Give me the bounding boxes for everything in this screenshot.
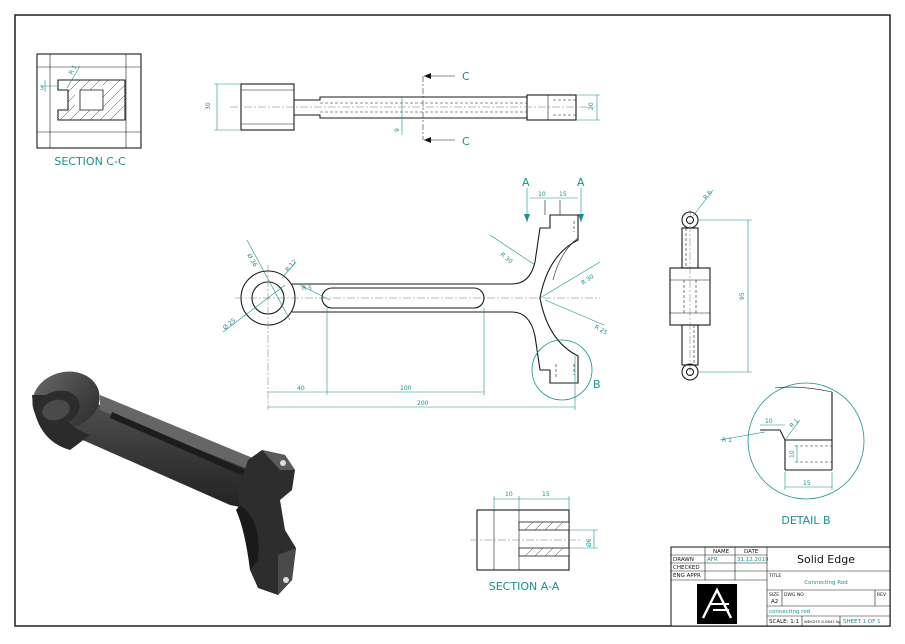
cut-a-right: A — [577, 176, 585, 189]
tb-file-name: connecting rod — [769, 609, 810, 615]
cut-a-left: A — [522, 176, 530, 189]
section-c-view: 3 R 1 SECTION C-C — [36, 53, 142, 168]
sa-dim-10: 10 — [505, 491, 513, 498]
db-dim-10v: 10 — [789, 450, 796, 458]
sheet-border — [14, 14, 891, 627]
sc-dim-3: 3 — [40, 85, 44, 92]
tb-row-drawn: DRAWN — [673, 557, 694, 563]
db-dim-r1a: R 1 — [722, 437, 732, 444]
tb-title-label: TITLE — [768, 573, 781, 579]
side-view: 95 R 6 — [669, 189, 752, 381]
tb-title: Connecting Rod — [804, 580, 847, 586]
tb-sheet: SHEET 1 OF 1 — [843, 619, 881, 625]
tb-drawn-name: AFR — [707, 557, 718, 563]
title-block: NAME DATE DRAWN AFR 31.12.2019 CHECKED E… — [670, 546, 891, 627]
tb-size: A2 — [771, 599, 778, 605]
side-dim-r6: R 6 — [702, 189, 714, 201]
section-a-view: 10 15 Ø6 SECTION A-A — [470, 491, 598, 593]
front-dim-15: 15 — [559, 191, 567, 198]
sa-dim-d6: Ø6 — [586, 538, 593, 547]
section-c-title: SECTION C-C — [54, 155, 126, 168]
top-dim-9: 9 — [394, 128, 401, 132]
top-view: 30 20 9 C C — [205, 70, 600, 148]
tb-drawn-date: 31.12.2019 — [737, 557, 769, 563]
tb-row-checked: CHECKED — [673, 565, 700, 571]
tb-col-date: DATE — [744, 549, 759, 555]
tb-rev-label: REV — [877, 592, 887, 598]
tb-weight: WEIGHT: 0.0641 kg — [804, 619, 841, 624]
tb-scale: SCALE: 1:1 — [769, 619, 799, 625]
tb-company: Solid Edge — [797, 553, 855, 566]
cut-c-bottom: C — [462, 135, 470, 148]
side-dim-95: 95 — [739, 292, 746, 300]
sa-dim-15: 15 — [542, 491, 550, 498]
detail-b-title: DETAIL B — [781, 514, 830, 527]
top-dim-20: 20 — [588, 102, 595, 110]
tb-size-label: SIZE — [769, 592, 779, 598]
solid-edge-logo — [697, 584, 737, 624]
tb-col-name: NAME — [713, 549, 730, 555]
detail-b-callout: B — [593, 378, 601, 391]
front-dim-200: 200 — [417, 400, 429, 407]
sc-dim-r1: R 1 — [68, 64, 79, 76]
cut-c-top: C — [462, 70, 470, 83]
section-a-title: SECTION A-A — [489, 580, 560, 593]
db-dim-15: 15 — [803, 480, 811, 487]
isometric-render — [32, 371, 296, 595]
db-dim-10: 10 — [765, 418, 773, 425]
front-dim-r5: R 5 — [302, 285, 312, 292]
front-dim-10: 10 — [538, 191, 546, 198]
detail-b-view: 10 R 1 R 1 10 15 DETAIL B — [719, 382, 865, 527]
front-dim-40: 40 — [297, 385, 305, 392]
tb-row-eng-appr: ENG APPR — [673, 573, 701, 579]
front-dim-100: 100 — [400, 385, 412, 392]
top-dim-30: 30 — [205, 102, 212, 110]
tb-dwg-no-label: DWG NO — [784, 592, 804, 598]
